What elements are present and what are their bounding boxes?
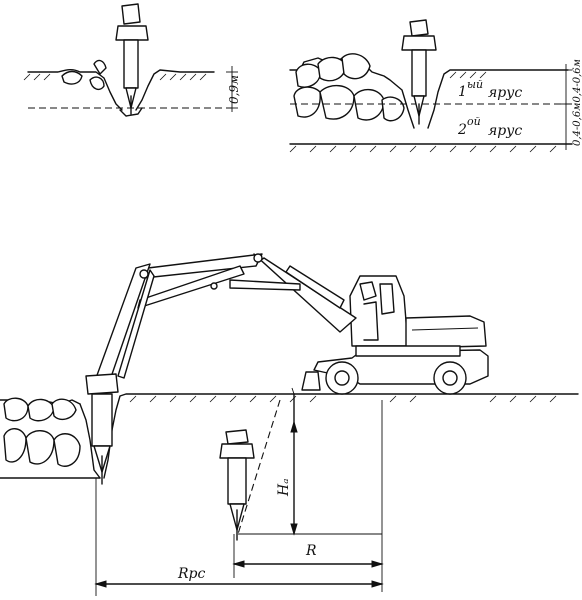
excavator-diagram — [0, 253, 579, 596]
reach-breaker — [219, 429, 255, 541]
tier-first-number: 1 — [458, 84, 467, 100]
tier-depths-label: 0,4-0,6м0,4-0,6м — [572, 59, 582, 146]
tier-second-suffix: ой — [467, 115, 481, 128]
excavator-boom — [95, 253, 357, 381]
two-tier-diagram — [289, 19, 573, 153]
tier-first-suffix: ый — [467, 78, 483, 91]
excavator-body — [301, 275, 489, 395]
tier-second-number: 2 — [457, 122, 467, 138]
tier-first-word: ярус — [488, 85, 522, 101]
work-radius-label: Rрс — [177, 566, 206, 582]
depth-label-single: 0,9м — [227, 75, 241, 104]
radius-label: R — [305, 543, 317, 559]
excavator-breaker — [85, 373, 119, 485]
single-tier-diagram — [23, 3, 238, 117]
height-label: Hₐ — [276, 479, 292, 497]
tier-second-word: ярус — [488, 123, 522, 139]
